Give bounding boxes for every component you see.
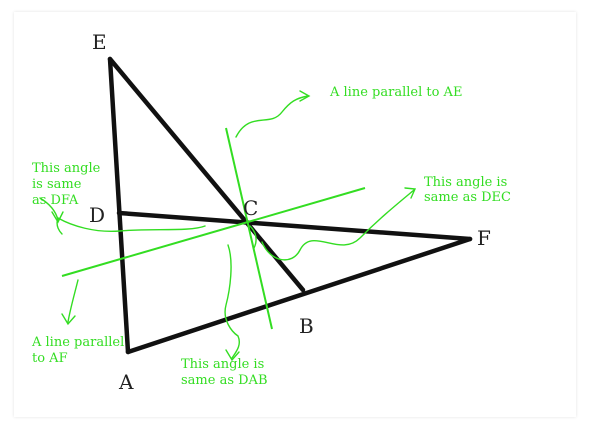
arrow-parallel-ae [235, 95, 309, 138]
line-parallel-to-af [61, 187, 366, 277]
arrow-angle-dec [261, 189, 415, 261]
arrow-parallel-af [67, 279, 79, 323]
note-dfa-line3: as DFA [32, 193, 79, 208]
segment-ea [107, 56, 131, 355]
note-dec-line1: This angle is [424, 175, 507, 190]
label-point-f: F [477, 226, 491, 250]
note-dec-line2: same as DEC [424, 190, 511, 205]
note-parallel-ae: A line parallel to AE [329, 85, 462, 100]
label-point-a: A [118, 370, 134, 394]
segment-eb [107, 56, 306, 293]
figure-frame [14, 12, 576, 417]
arrow-angle-dab [224, 244, 241, 359]
note-dfa-line1: This angle [32, 161, 101, 176]
note-dab-line2: same as DAB [181, 373, 268, 388]
line-parallel-to-ae [225, 127, 273, 330]
segment-df [116, 210, 473, 242]
label-point-b: B [299, 314, 314, 338]
label-point-c: C [243, 196, 258, 220]
label-point-d: D [89, 203, 105, 227]
segment-ab [125, 236, 473, 355]
note-dab-line1: This angle is [181, 357, 264, 372]
label-point-e: E [92, 30, 107, 54]
arrow-angle-dfa [56, 216, 206, 235]
note-dfa-line2: is same [32, 177, 82, 192]
note-af-line1: A line parallel [31, 335, 124, 350]
note-af-line2: to AF [32, 351, 68, 366]
